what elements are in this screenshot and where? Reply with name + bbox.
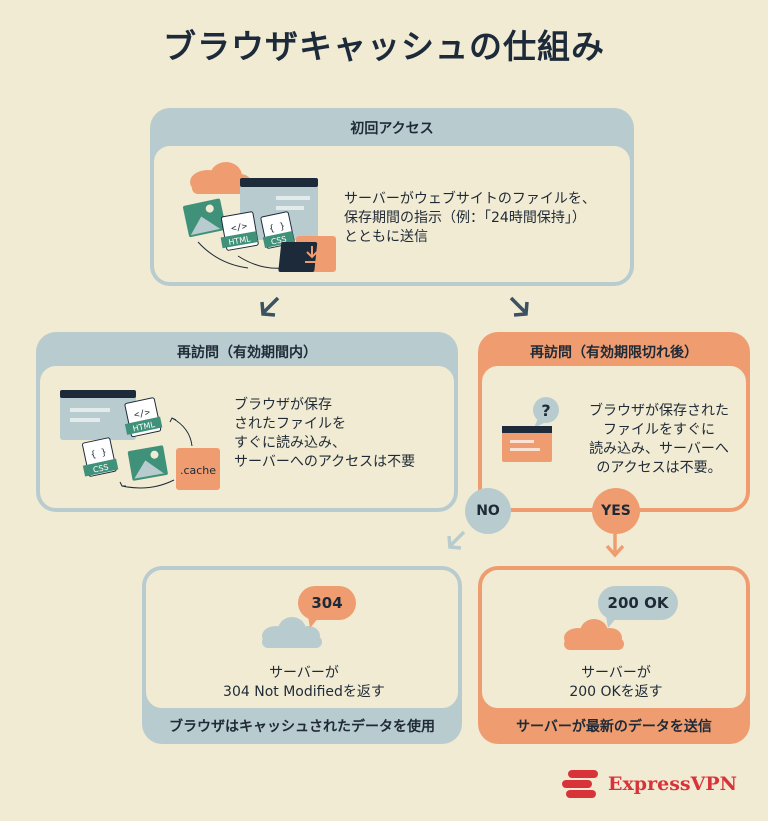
image-file-icon: [183, 198, 227, 238]
browser-window-icon: [60, 390, 136, 440]
revisit-expired-title: 再訪問（有効期限切れ後）: [530, 345, 698, 361]
yes-decision: YES: [592, 488, 640, 534]
question-mark: ?: [541, 401, 550, 420]
html-tag-text: </>: [230, 222, 248, 235]
css-file-icon: { } CSS: [260, 211, 295, 249]
result-200-panel: 200 OK サーバーが 200 OKを返す サーバーが最新のデータを送信: [478, 566, 750, 744]
first-access-description: サーバーがウェブサイトのファイルを、 保存期間の指示（例：「24時間保持」） と…: [344, 190, 634, 247]
arrow-down-right-icon: [509, 296, 529, 317]
description-line: されたファイルを: [234, 416, 346, 432]
revisit-expired-content: ? ブラウザが保存された ファイルをすぐに 読み込み、サーバーへ のアクセスは不…: [480, 364, 748, 510]
description-line: ファイルをすぐに: [603, 422, 715, 438]
css-tag-text: { }: [90, 448, 108, 461]
cache-folder-icon: .cache: [176, 448, 220, 490]
html-label: HTML: [228, 234, 252, 247]
result-line: サーバーが: [581, 665, 651, 681]
description-line: すぐに読み込み、: [234, 435, 346, 451]
status-200-badge: 200 OK: [598, 586, 678, 620]
bubble-tail: [308, 616, 320, 628]
result-200-content: 200 OK サーバーが 200 OKを返す: [480, 568, 748, 710]
expired-browser-illustration: ?: [502, 397, 559, 462]
result-304-footer: ブラウザはキャッシュされたデータを使用: [169, 719, 435, 735]
page-title: ブラウザキャッシュの仕組み: [163, 27, 605, 66]
question-bubble-icon: ?: [533, 397, 559, 428]
brand-name: ExpressVPN: [608, 773, 737, 795]
cloud-icon: [262, 617, 322, 648]
no-decision: NO: [465, 488, 511, 534]
cloud-icon: [190, 162, 252, 194]
cloud-icon: [564, 619, 624, 650]
description-line: ブラウザが保存された: [589, 403, 729, 419]
revisit-valid-panel: 再訪問（有効期間内） </> HTML { } CSS: [36, 332, 458, 512]
description-line: サーバーがウェブサイトのファイルを、: [344, 191, 596, 207]
arrow-down-left-icon: [260, 296, 280, 317]
result-line: 200 OKを返す: [569, 684, 663, 700]
download-folder-icon: [278, 236, 336, 272]
bubble-tail: [606, 616, 618, 628]
browser-window-icon: [502, 426, 552, 462]
revisit-expired-panel: 再訪問（有効期限切れ後） ? ブラウザが保存された ファイルをすぐに 読み込み、…: [478, 332, 750, 512]
result-304-text: サーバーが 304 Not Modifiedを返す: [146, 664, 462, 702]
html-file-icon: </> HTML: [220, 211, 259, 251]
html-file-icon: </> HTML: [124, 397, 163, 438]
result-304-content: 304 サーバーが 304 Not Modifiedを返す: [144, 568, 460, 710]
result-304-panel: 304 サーバーが 304 Not Modifiedを返す ブラウザはキャッシュ…: [142, 566, 462, 744]
first-access-panel: 初回アクセス: [150, 108, 634, 286]
server-files-illustration: </> HTML { } CSS: [183, 162, 336, 272]
result-200-footer: サーバーが最新のデータを送信: [516, 719, 712, 735]
status-304-badge: 304: [298, 586, 356, 620]
arrow-no-icon: [447, 530, 466, 550]
description-line: とともに送信: [344, 229, 428, 245]
first-access-content: </> HTML { } CSS サーバーがウェブサイ: [152, 144, 632, 284]
html-tag-text: </>: [133, 408, 152, 421]
browser-window-icon: [240, 178, 318, 240]
first-access-title: 初回アクセス: [350, 121, 434, 137]
cached-files-illustration: </> HTML { } CSS .cache: [60, 390, 220, 490]
arrow-yes-icon: [605, 534, 625, 558]
revisit-valid-description: ブラウザが保存 されたファイルを すぐに読み込み、 サーバーへのアクセスは不要: [234, 396, 456, 472]
result-200-text: サーバーが 200 OKを返す: [482, 664, 750, 702]
description-line: サーバーへのアクセスは不要: [234, 454, 416, 470]
expressvpn-logo-icon: [562, 770, 598, 798]
revisit-valid-title: 再訪問（有効期間内）: [177, 345, 317, 361]
image-file-icon: [127, 445, 168, 481]
cache-label: .cache: [180, 464, 216, 477]
description-line: 保存期間の指示（例：「24時間保持」）: [344, 210, 586, 226]
revisit-expired-description: ブラウザが保存された ファイルをすぐに 読み込み、サーバーへ のアクセスは不要。: [570, 402, 748, 478]
result-line: サーバーが: [269, 665, 339, 681]
css-file-icon: { } CSS: [82, 437, 119, 477]
description-line: のアクセスは不要。: [596, 460, 722, 476]
revisit-valid-content: </> HTML { } CSS .cache: [38, 364, 456, 510]
description-line: 読み込み、サーバーへ: [589, 441, 729, 457]
css-tag-text: { }: [268, 222, 286, 235]
brand-logo: ExpressVPN: [560, 768, 740, 800]
css-label: CSS: [92, 462, 109, 474]
result-line: 304 Not Modifiedを返す: [223, 684, 385, 700]
description-line: ブラウザが保存: [234, 397, 332, 413]
